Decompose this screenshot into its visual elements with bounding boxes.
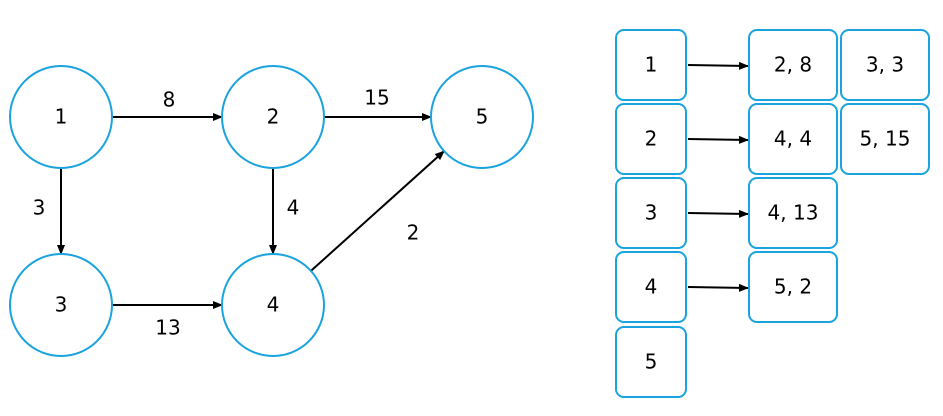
adjacency-entry-box	[840, 29, 930, 101]
adjacency-entry-box	[840, 103, 930, 175]
adjacency-entry-box	[748, 251, 838, 323]
vertex-label: 2	[645, 127, 658, 151]
adjacency-row-5: 5	[615, 326, 687, 398]
node-label: 4	[267, 293, 280, 317]
vertex-box	[615, 177, 687, 249]
graph-node-2: 2	[221, 65, 325, 169]
node-label: 3	[55, 293, 68, 317]
adjacency-pointer-arrow	[687, 283, 749, 292]
edge-weight-4-5: 2	[407, 221, 420, 245]
adjacency-entry-label: 4, 13	[768, 201, 819, 225]
node-circle	[221, 253, 325, 357]
vertex-label: 4	[645, 275, 658, 299]
edge-weight-2-5: 15	[364, 86, 389, 110]
vertex-label: 5	[645, 350, 658, 374]
node-label: 5	[476, 105, 489, 129]
graph-node-4: 4	[221, 253, 325, 357]
vertex-box	[615, 326, 687, 398]
adjacency-pointer-arrow	[687, 135, 749, 144]
graph-node-1: 1	[9, 65, 113, 169]
adjacency-entry-label: 4, 4	[774, 127, 812, 151]
adjacency-row-4: 4 5, 2	[615, 251, 838, 323]
vertex-label: 3	[645, 201, 658, 225]
vertex-box	[615, 103, 687, 175]
vertex-label: 1	[645, 53, 658, 77]
vertex-box	[615, 29, 687, 101]
node-circle	[430, 65, 534, 169]
edge-4-5	[310, 150, 445, 272]
node-label: 2	[267, 105, 280, 129]
adjacency-row-2: 2 4, 4 5, 15	[615, 103, 930, 175]
adjacency-entry-label: 3, 3	[866, 53, 904, 77]
adjacency-entry-box	[748, 103, 838, 175]
adjacency-entry-label: 2, 8	[774, 53, 812, 77]
edge-weight-1-3: 3	[33, 196, 46, 220]
adjacency-entry-box	[748, 177, 838, 249]
node-circle	[221, 65, 325, 169]
node-label: 1	[55, 105, 68, 129]
adjacency-pointer-arrow	[687, 209, 749, 218]
adjacency-row-3: 3 4, 13	[615, 177, 838, 249]
node-circle	[9, 65, 113, 169]
edge-weight-1-2: 8	[163, 88, 176, 112]
adjacency-entry-box	[748, 29, 838, 101]
edge-weight-3-4: 13	[155, 316, 180, 340]
adjacency-row-1: 1 2, 8 3, 3	[615, 29, 930, 101]
adjacency-entry-label: 5, 15	[860, 127, 911, 151]
graph-node-5: 5	[430, 65, 534, 169]
graph-node-3: 3	[9, 253, 113, 357]
edge-weight-2-4: 4	[287, 196, 300, 220]
vertex-box	[615, 251, 687, 323]
adjacency-pointer-arrow	[687, 61, 749, 70]
adjacency-entry-label: 5, 2	[774, 275, 812, 299]
node-circle	[9, 253, 113, 357]
